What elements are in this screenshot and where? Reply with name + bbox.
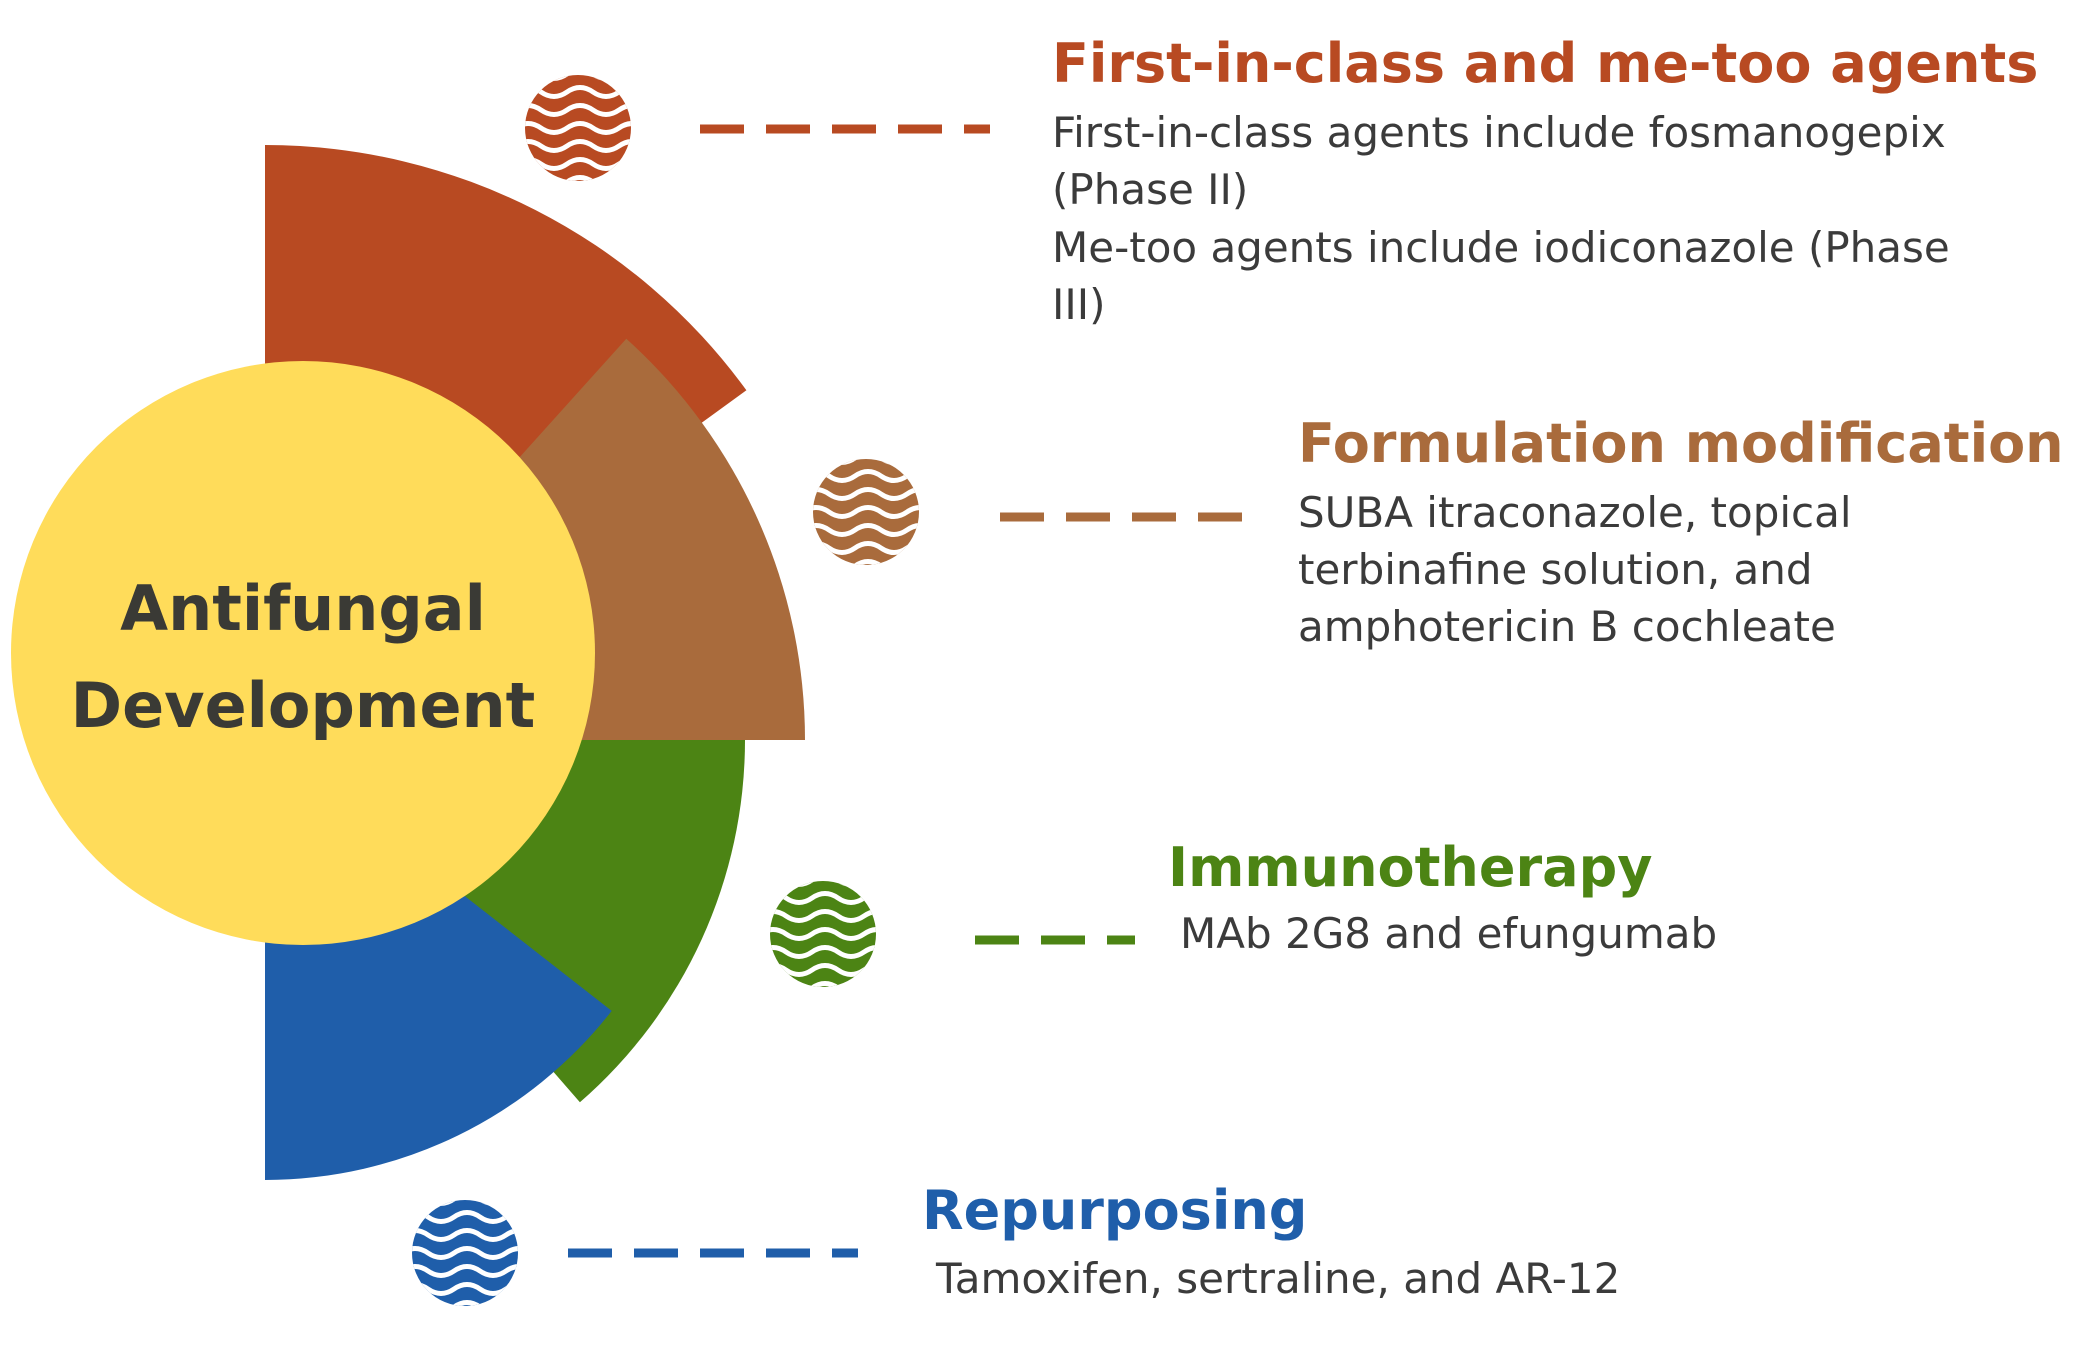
desc-first-in-class-line1: First-in-class agents include fosmanogep… [1052, 108, 1946, 157]
wave-line [525, 175, 631, 181]
wave-line [770, 909, 876, 923]
wave-orb-circle [525, 75, 631, 181]
wave-orb-icon [813, 459, 919, 565]
desc-first-in-class-line2: (Phase II) [1052, 165, 1248, 214]
heading-first-in-class: First-in-class and me-too agents [1052, 32, 2038, 95]
wave-orb-icon [525, 75, 631, 181]
desc-formulation-line2: terbinafine solution, and [1298, 545, 1813, 594]
wave-line [525, 157, 631, 171]
wave-line [412, 1300, 518, 1306]
wave-line [813, 541, 919, 555]
heading-immunotherapy: Immunotherapy [1168, 836, 1652, 899]
wave-orb-circle [412, 1200, 518, 1306]
wave-line [813, 505, 919, 519]
wave-line [813, 469, 919, 483]
wave-line [770, 945, 876, 959]
wave-line [412, 1246, 518, 1260]
desc-formulation-line1: SUBA itraconazole, topical [1298, 488, 1852, 537]
wave-line [412, 1228, 518, 1242]
center-title-line1: Antifungal [120, 572, 486, 645]
wave-line [525, 121, 631, 135]
wave-line [525, 139, 631, 153]
wave-line [525, 75, 631, 81]
heading-repurposing: Repurposing [922, 1179, 1307, 1242]
wave-line [525, 103, 631, 117]
wave-line [813, 559, 919, 565]
wave-line [813, 487, 919, 501]
wave-orb-circle [770, 881, 876, 987]
heading-formulation-modification: Formulation modification [1298, 412, 2064, 475]
desc-first-in-class-line3: Me-too agents include iodiconazole (Phas… [1052, 223, 1950, 272]
wave-line [412, 1200, 518, 1206]
center-title-line2: Development [71, 669, 536, 742]
wave-line [813, 459, 919, 465]
wave-orb-icon [770, 881, 876, 987]
center-circle [11, 361, 595, 945]
desc-immunotherapy-line1: MAb 2G8 and efungumab [1180, 909, 1717, 958]
wave-line [770, 981, 876, 987]
wave-line [770, 891, 876, 905]
wave-orb-circle [813, 459, 919, 565]
wave-line [412, 1210, 518, 1224]
wave-line [412, 1264, 518, 1278]
wave-line [412, 1282, 518, 1296]
desc-first-in-class-line4: III) [1052, 280, 1106, 329]
wave-line [770, 881, 876, 887]
desc-repurposing-line1: Tamoxifen, sertraline, and AR-12 [935, 1254, 1620, 1303]
wave-orb-icon [412, 1200, 518, 1306]
wave-line [770, 963, 876, 977]
wave-line [525, 85, 631, 99]
desc-formulation-line3: amphotericin B cochleate [1298, 602, 1836, 651]
wave-line [813, 523, 919, 537]
wave-line [770, 927, 876, 941]
